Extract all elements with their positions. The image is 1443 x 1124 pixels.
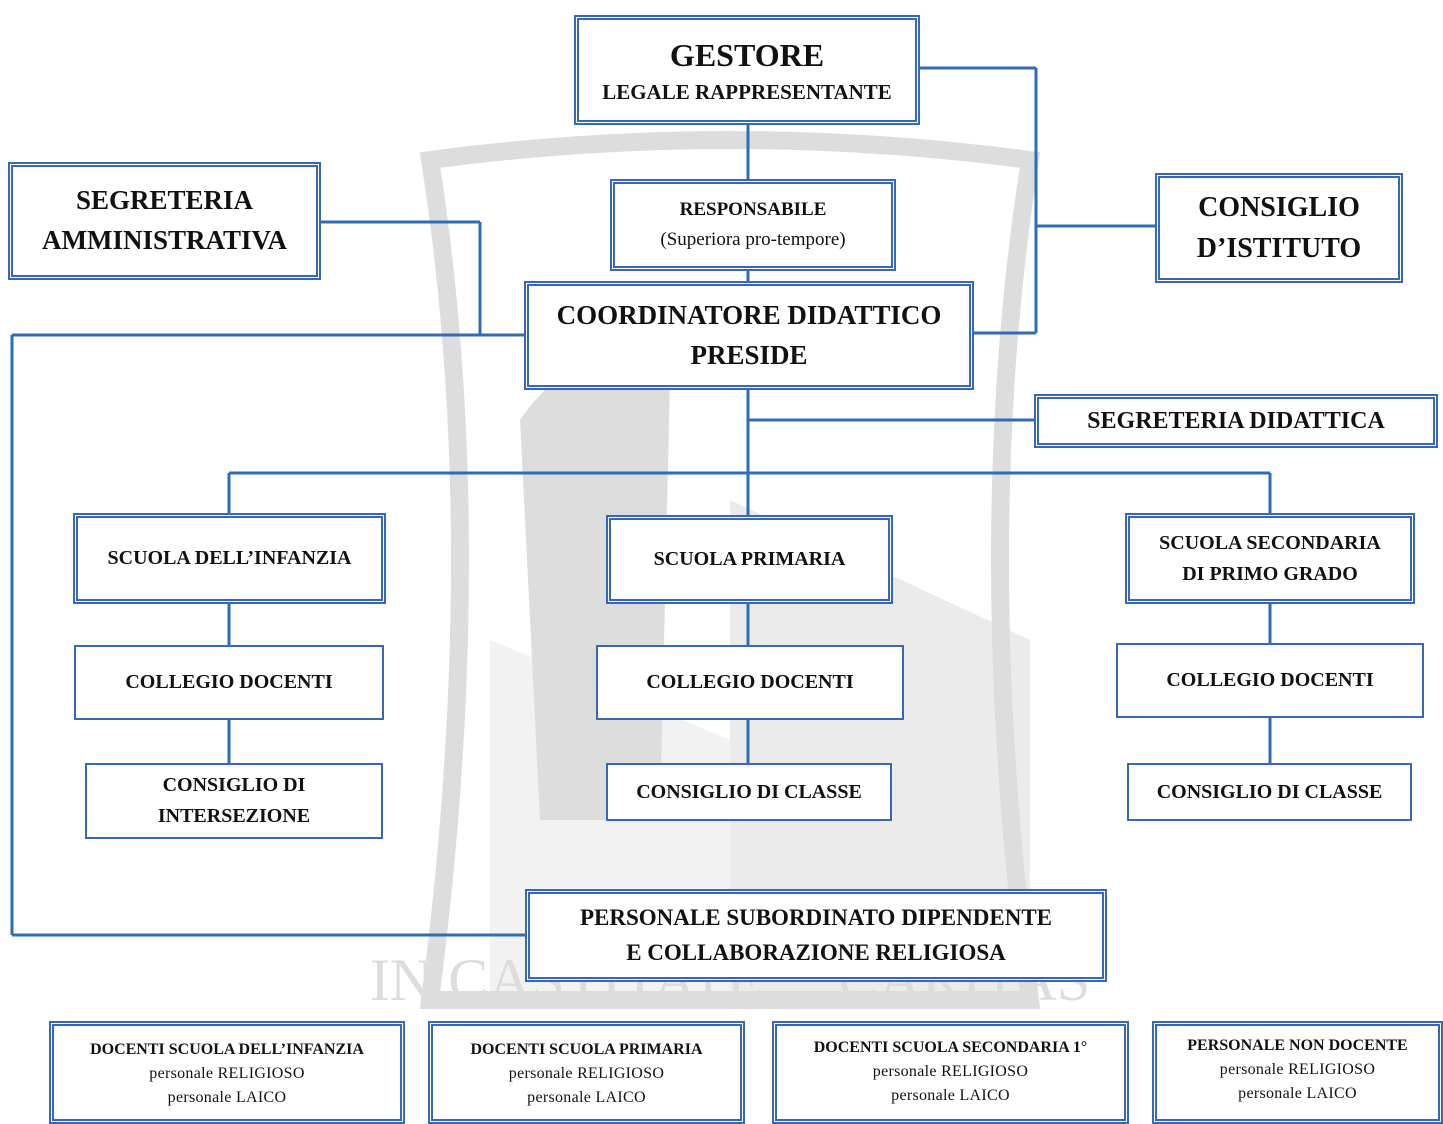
personale-non-docente-box: PERSONALE NON DOCENTE personale RELIGIOS… — [1152, 1021, 1443, 1124]
collegio-docenti-primaria-label: COLLEGIO DOCENTI — [646, 671, 854, 693]
gestore-box: GESTORE LEGALE RAPPRESENTANTE — [574, 15, 920, 125]
consiglio-classe-secondaria-label: CONSIGLIO DI CLASSE — [1156, 780, 1383, 803]
gestore-subtitle: LEGALE RAPPRESENTANTE — [602, 79, 892, 104]
collegio-docenti-primaria-box: COLLEGIO DOCENTI — [596, 645, 904, 720]
collegio-docenti-infanzia-box: COLLEGIO DOCENTI — [74, 645, 384, 720]
consiglio-istituto-line2: D’ISTITUTO — [1196, 233, 1362, 264]
scuola-primaria-box: SCUOLA PRIMARIA — [606, 515, 893, 604]
coordinatore-line1: COORDINATORE DIDATTICO — [556, 299, 942, 330]
personale-box: PERSONALE SUBORDINATO DIPENDENTE E COLLA… — [525, 889, 1107, 982]
docenti-infanzia-box: DOCENTI SCUOLA DELL’INFANZIA personale R… — [49, 1021, 405, 1124]
docenti-primaria-title: DOCENTI SCUOLA PRIMARIA — [470, 1041, 703, 1058]
docenti-infanzia-title: DOCENTI SCUOLA DELL’INFANZIA — [90, 1041, 364, 1058]
scuola-secondaria-line2: DI PRIMO GRADO — [1182, 562, 1358, 585]
consiglio-intersezione-line2: INTERSEZIONE — [157, 805, 311, 827]
personale-non-docente-title: PERSONALE NON DOCENTE — [1187, 1037, 1408, 1054]
consiglio-istituto-line1: CONSIGLIO — [1198, 192, 1360, 223]
segreteria-didattica-label: SEGRETERIA DIDATTICA — [1087, 408, 1385, 434]
consiglio-istituto-box: CONSIGLIO D’ISTITUTO — [1155, 173, 1403, 283]
responsabile-subtitle: (Superiora pro-tempore) — [660, 229, 846, 250]
coordinatore-line2: PRESIDE — [690, 339, 808, 370]
docenti-infanzia-religioso: personale RELIGIOSO — [149, 1065, 305, 1082]
personale-line2: E COLLABORAZIONE RELIGIOSA — [626, 939, 1006, 965]
docenti-secondaria-box: DOCENTI SCUOLA SECONDARIA 1° personale R… — [772, 1021, 1129, 1124]
docenti-secondaria-religioso: personale RELIGIOSO — [872, 1063, 1029, 1080]
responsabile-title: RESPONSABILE — [679, 199, 827, 221]
coordinatore-box: COORDINATORE DIDATTICO PRESIDE — [524, 281, 974, 390]
collegio-docenti-infanzia-label: COLLEGIO DOCENTI — [125, 671, 333, 693]
scuola-secondaria-box: SCUOLA SECONDARIA DI PRIMO GRADO — [1125, 513, 1415, 604]
docenti-secondaria-title: DOCENTI SCUOLA SECONDARIA 1° — [813, 1039, 1088, 1056]
segreteria-didattica-box: SEGRETERIA DIDATTICA — [1034, 394, 1438, 448]
docenti-secondaria-laico: personale LAICO — [891, 1087, 1010, 1104]
scuola-infanzia-box: SCUOLA DELL’INFANZIA — [73, 513, 386, 604]
consiglio-classe-secondaria-box: CONSIGLIO DI CLASSE — [1127, 763, 1412, 821]
personale-non-docente-laico: personale LAICO — [1238, 1085, 1357, 1102]
consiglio-classe-primaria-label: CONSIGLIO DI CLASSE — [636, 780, 862, 803]
personale-non-docente-religioso: personale RELIGIOSO — [1219, 1061, 1376, 1078]
responsabile-box: RESPONSABILE (Superiora pro-tempore) — [610, 179, 896, 271]
docenti-primaria-box: DOCENTI SCUOLA PRIMARIA personale RELIGI… — [428, 1021, 745, 1124]
collegio-docenti-secondaria-label: COLLEGIO DOCENTI — [1166, 669, 1374, 691]
scuola-secondaria-line1: SCUOLA SECONDARIA — [1159, 531, 1381, 554]
segreteria-amministrativa-line2: AMMINISTRATIVA — [41, 225, 288, 255]
consiglio-intersezione-line1: CONSIGLIO DI — [162, 774, 306, 796]
docenti-primaria-laico: personale LAICO — [527, 1089, 646, 1106]
consiglio-classe-primaria-box: CONSIGLIO DI CLASSE — [606, 763, 892, 821]
docenti-infanzia-laico: personale LAICO — [167, 1089, 287, 1106]
personale-line1: PERSONALE SUBORDINATO DIPENDENTE — [579, 904, 1053, 930]
scuola-primaria-label: SCUOLA PRIMARIA — [653, 548, 846, 570]
scuola-infanzia-label: SCUOLA DELL’INFANZIA — [107, 547, 352, 569]
gestore-title: GESTORE — [669, 36, 825, 73]
segreteria-amministrativa-box: SEGRETERIA AMMINISTRATIVA — [8, 162, 321, 280]
collegio-docenti-secondaria-box: COLLEGIO DOCENTI — [1116, 643, 1424, 718]
segreteria-amministrativa-line1: SEGRETERIA — [75, 185, 254, 216]
consiglio-intersezione-box: CONSIGLIO DI INTERSEZIONE — [85, 763, 383, 839]
docenti-primaria-religioso: personale RELIGIOSO — [508, 1065, 665, 1082]
